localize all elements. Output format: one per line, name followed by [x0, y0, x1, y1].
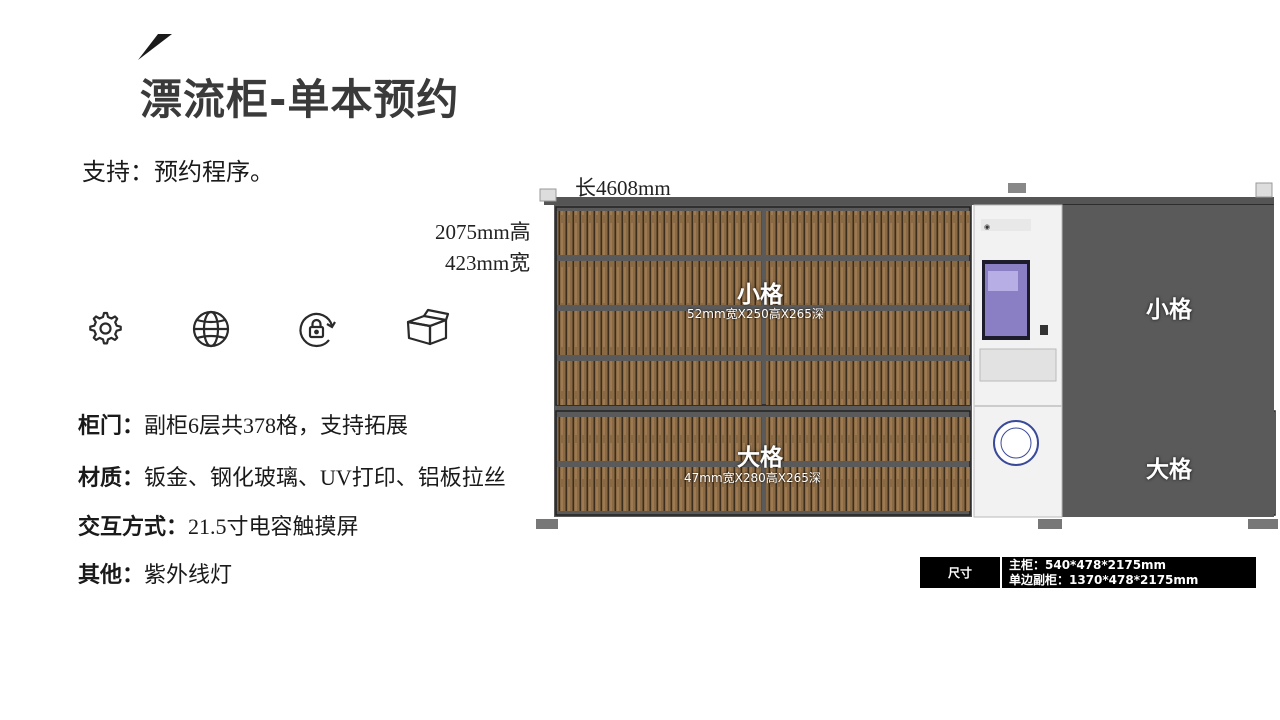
spec-door-value: 副柜6层共378格，支持拓展: [144, 413, 409, 438]
gear-icon: [84, 308, 124, 348]
book-shelf: [557, 467, 762, 511]
book-shelf: [557, 211, 762, 255]
book-shelf: [766, 311, 970, 355]
right-small-cell-label: 小格: [1146, 297, 1192, 323]
book-shelf: [557, 417, 762, 461]
svg-text:◉: ◉: [984, 223, 990, 231]
large-cell-label: 大格: [737, 445, 783, 471]
page-title: 漂流柜-单本预约: [140, 75, 460, 124]
spec-other: 其他：紫外线灯: [78, 557, 232, 589]
cabinet-drawing: ◉: [536, 182, 1278, 529]
spec-door: 柜门：副柜6层共378格，支持拓展: [78, 408, 408, 440]
book-shelf: [766, 467, 970, 511]
small-cell-section: [555, 206, 971, 406]
dimension-height: 2075mm高: [435, 220, 531, 244]
book-shelf: [557, 261, 762, 305]
dimension-length: 长4608mm: [575, 176, 671, 200]
spec-material: 材质：钣金、钢化玻璃、UV打印、铝板拉丝: [78, 460, 506, 492]
size-table: 尺寸 主柜：540*478*2175mm 单边副柜：1370*478*2175m…: [920, 557, 1256, 588]
size-side-cabinet: 单边副柜：1370*478*2175mm: [1009, 573, 1199, 587]
box-icon: [404, 308, 450, 348]
spec-interaction-value: 21.5寸电容触摸屏: [188, 514, 359, 539]
small-cell-size: 52mm宽X250高X265深: [687, 307, 824, 321]
rotate-lock-icon: [297, 308, 337, 348]
support-text: 支持：预约程序。: [82, 158, 274, 186]
size-table-values: 主柜：540*478*2175mm 单边副柜：1370*478*2175mm: [1002, 557, 1198, 588]
book-shelf: [766, 417, 970, 461]
spec-interaction: 交互方式：21.5寸电容触摸屏: [78, 509, 359, 541]
book-shelf: [766, 211, 970, 255]
book-shelf: [557, 311, 762, 355]
spec-material-key: 材质：: [78, 465, 145, 490]
globe-icon: [191, 308, 231, 348]
cabinet-illustration: ◉ 小格 52mm宽X250高X265深 大格 47mm宽X280高X265深 …: [532, 175, 1280, 535]
size-main-cabinet: 主柜：540*478*2175mm: [1009, 558, 1167, 572]
book-shelf: [766, 361, 970, 405]
title-accent-mark: [138, 34, 172, 60]
small-cell-label: 小格: [737, 282, 783, 308]
spec-interaction-key: 交互方式：: [78, 514, 189, 539]
large-cell-section: [555, 410, 971, 516]
spec-other-key: 其他：: [78, 562, 145, 587]
spec-door-key: 柜门：: [78, 413, 145, 438]
large-cell-size: 47mm宽X280高X265深: [684, 471, 821, 485]
book-shelf: [766, 261, 970, 305]
book-shelf: [557, 361, 762, 405]
size-table-header: 尺寸: [920, 557, 1002, 588]
dimension-width: 423mm宽: [445, 251, 531, 275]
spec-material-value: 钣金、钢化玻璃、UV打印、铝板拉丝: [144, 465, 506, 490]
spec-other-value: 紫外线灯: [144, 562, 233, 587]
right-large-cell-label: 大格: [1146, 457, 1192, 483]
